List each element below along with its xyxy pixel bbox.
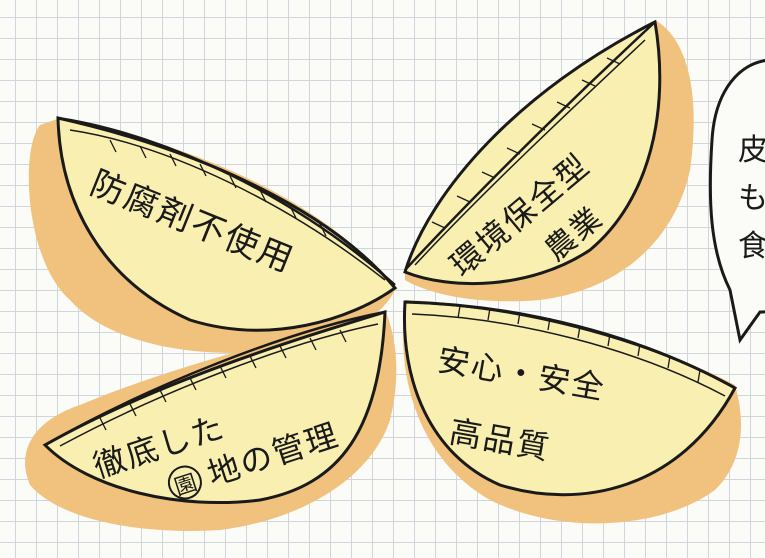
wedge-top-right: 環境保全型 農業 <box>403 19 694 302</box>
wedge-bottom-right-segment-ticks <box>457 305 701 383</box>
wedge-bottom-right-edge <box>404 300 736 390</box>
wedge-bottom-right: 安心・安全 高品質 <box>402 300 741 524</box>
speech-bubble-line2: も <box>738 181 765 216</box>
wedge-top-right-rind-line <box>414 39 646 266</box>
speech-bubble: 皮 も 食 <box>708 59 765 344</box>
wedge-top-left-segment-ticks <box>109 139 327 237</box>
wedge-top-left: 防腐剤不使用 <box>28 116 398 353</box>
wedge-bottom-left: 徹底した 園 地の管理 <box>25 309 397 531</box>
wedge-top-right-segment-ticks <box>431 57 621 229</box>
wedge-top-right-flesh <box>403 19 662 286</box>
wedge-top-left-edge <box>57 116 396 286</box>
wedge-bottom-left-segment-ticks <box>99 329 347 431</box>
speech-bubble-line1: 皮 <box>738 133 765 168</box>
speech-bubble-line3: 食 <box>738 229 765 264</box>
wedge-bottom-left-flesh <box>42 309 387 504</box>
wedge-top-left-rind-line <box>69 129 386 281</box>
wedge-bottom-left-edge <box>44 310 386 447</box>
wedge-bottom-right-rind-line <box>411 313 726 397</box>
